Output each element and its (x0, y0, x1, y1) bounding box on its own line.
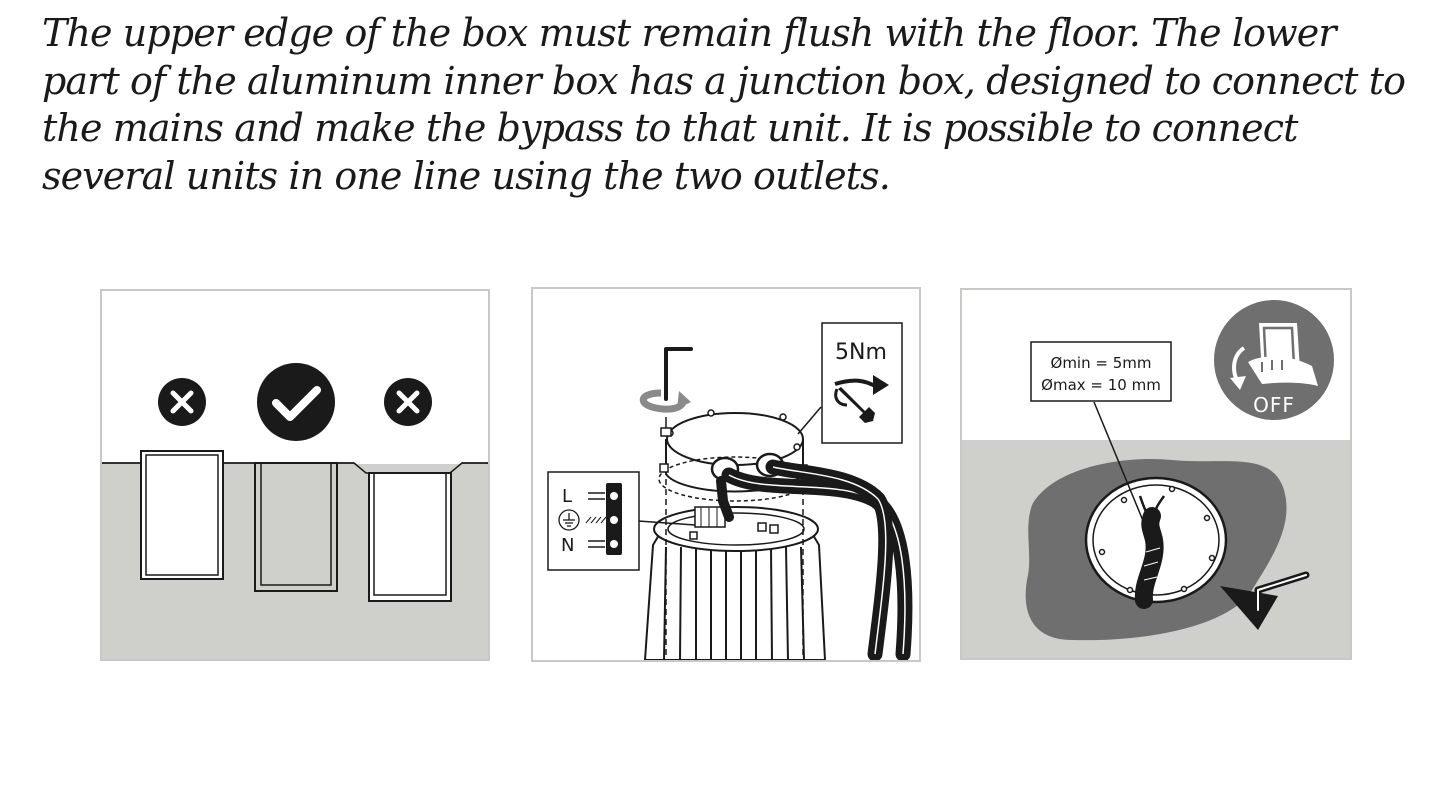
junction-box-illustration: L N 5Nm (547, 322, 913, 660)
flush-installation-illustration (102, 363, 488, 659)
junction-box-panel: L N 5Nm (531, 287, 921, 662)
cross-icon (158, 378, 206, 426)
cable-diameter-panel: Ømin = 5mm Ømax = 10 mm OFF (960, 288, 1352, 660)
torque-callout: 5Nm (797, 322, 903, 444)
sunken-box (368, 472, 452, 602)
torque-label: 5Nm (835, 340, 887, 365)
flush-box (254, 462, 338, 592)
tool-icon (1220, 571, 1310, 630)
cable-diameter-illustration: Ømin = 5mm Ømax = 10 mm OFF (962, 300, 1350, 658)
power-cables (716, 459, 913, 660)
cross-icon (384, 378, 432, 426)
earth-ground-icon (558, 509, 580, 531)
rotate-arrow-icon (639, 389, 691, 413)
down-arrow-icon (1230, 346, 1246, 390)
supply-cable (1134, 495, 1166, 609)
lamp-body (643, 506, 827, 660)
neutral-label: N (561, 535, 574, 556)
wrench-icon (834, 375, 889, 423)
power-switch-icon: OFF (1214, 300, 1334, 420)
check-icon (257, 363, 335, 441)
wiring-legend: L N (547, 471, 640, 571)
lid-screw (660, 417, 672, 437)
line-label: L (562, 486, 572, 507)
hex-key-icon (664, 347, 693, 401)
cable-diameter-callout: Ømin = 5mm Ømax = 10 mm (1030, 341, 1172, 402)
intro-paragraph: The upper edge of the box must remain fl… (42, 11, 1406, 198)
raised-box (140, 450, 224, 580)
diameter-max-label: Ømax = 10 mm (1041, 376, 1161, 394)
diameter-min-label: Ømin = 5mm (1051, 354, 1152, 372)
off-label: OFF (1253, 393, 1295, 417)
flush-installation-panel (100, 289, 490, 661)
